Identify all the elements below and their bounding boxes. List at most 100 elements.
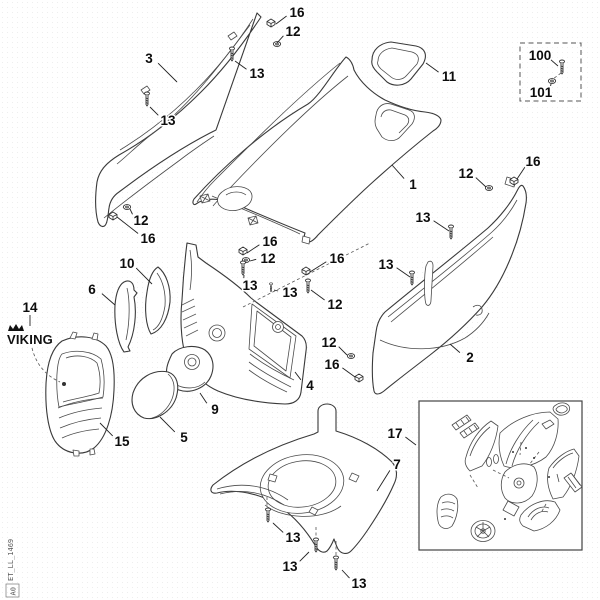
callout-101: 101 bbox=[528, 83, 554, 102]
leader-line bbox=[338, 346, 348, 356]
part-number-label: 16 bbox=[262, 234, 278, 249]
part-number-label: 6 bbox=[88, 282, 96, 297]
leader-line bbox=[135, 267, 153, 285]
callout-17: 17 bbox=[386, 425, 417, 446]
part-15-grille bbox=[45, 331, 115, 457]
callout-12: 12 bbox=[320, 334, 348, 356]
leader-line bbox=[310, 289, 325, 301]
fastener-clip-icon bbox=[509, 176, 519, 186]
callout-13: 13 bbox=[281, 551, 310, 576]
part-number-label: 101 bbox=[530, 85, 553, 100]
part-number-label: 13 bbox=[249, 66, 265, 81]
callout-6: 6 bbox=[87, 281, 116, 306]
leader-line bbox=[405, 436, 417, 446]
leader-line bbox=[159, 416, 176, 433]
doc-revision: A0 bbox=[10, 587, 18, 595]
part-number-label: 16 bbox=[324, 357, 340, 372]
part-2-side-panel-right bbox=[371, 176, 527, 395]
leader-line bbox=[157, 62, 178, 83]
fastener-screw-icon bbox=[333, 555, 339, 571]
fastener-screw-icon bbox=[144, 91, 150, 107]
leader-line bbox=[101, 293, 116, 306]
leader-line bbox=[273, 289, 279, 292]
fastener-screw-icon bbox=[265, 507, 271, 523]
part-number-label: 13 bbox=[351, 576, 367, 591]
part-number-label: 9 bbox=[211, 402, 219, 417]
part-number-label: 12 bbox=[260, 251, 275, 266]
leader-line bbox=[433, 220, 450, 232]
leader-line bbox=[342, 367, 356, 378]
leader-line bbox=[199, 392, 208, 404]
leader-line bbox=[149, 106, 159, 116]
part-number-label: 13 bbox=[378, 257, 394, 272]
callout-16: 16 bbox=[516, 153, 542, 180]
callout-16: 16 bbox=[309, 250, 346, 273]
part-6-bracket bbox=[114, 280, 138, 353]
leader-line bbox=[99, 422, 114, 437]
fastener-screw-icon bbox=[313, 537, 319, 553]
callout-15: 15 bbox=[99, 422, 131, 451]
viking-logo-text: VIKING bbox=[7, 332, 53, 347]
callout-7: 7 bbox=[376, 456, 402, 492]
callout-12: 12 bbox=[276, 23, 302, 44]
part-number-label: 100 bbox=[529, 48, 552, 63]
leader-line bbox=[309, 261, 327, 273]
part-11-trim-ring bbox=[371, 41, 426, 86]
callout-13: 13 bbox=[377, 256, 411, 278]
part-number-label: 12 bbox=[133, 213, 148, 228]
leader-line bbox=[275, 15, 287, 25]
fastener-washer-icon bbox=[346, 353, 356, 359]
part-number-label: 12 bbox=[285, 24, 300, 39]
document-id: ET_LL_1469 A0 bbox=[5, 539, 20, 598]
leader-line bbox=[425, 62, 439, 73]
leader-line bbox=[246, 244, 260, 254]
callout-13: 13 bbox=[414, 209, 450, 232]
leader-line bbox=[294, 371, 302, 381]
leader-line bbox=[249, 258, 257, 262]
leader-line bbox=[376, 470, 391, 492]
leader-line bbox=[299, 551, 310, 562]
part-9-lamp-housing bbox=[165, 345, 214, 392]
part-1-hood bbox=[192, 56, 442, 245]
callout-12: 12 bbox=[310, 289, 344, 314]
part-number-label: 13 bbox=[160, 113, 176, 128]
callout-5: 5 bbox=[159, 416, 190, 447]
callout-12: 12 bbox=[249, 250, 277, 268]
leader-line bbox=[391, 164, 405, 179]
leader-line bbox=[341, 569, 350, 579]
fastener-washer-icon bbox=[122, 204, 132, 210]
leader-line bbox=[129, 208, 133, 215]
part-5-cover bbox=[131, 370, 179, 420]
part-14-viking-logo: VIKING bbox=[7, 324, 53, 347]
part-number-label: 3 bbox=[145, 51, 153, 66]
decal-position-dot bbox=[62, 382, 66, 386]
callout-13: 13 bbox=[273, 284, 299, 302]
part-number-label: 7 bbox=[393, 457, 401, 472]
part-number-label: 16 bbox=[140, 231, 156, 246]
fastener-screw-icon bbox=[305, 278, 311, 294]
fastener-clip-icon bbox=[238, 246, 248, 256]
leader-line bbox=[516, 166, 526, 180]
callout-3: 3 bbox=[144, 50, 178, 83]
part-number-label: 14 bbox=[22, 300, 38, 315]
leader-line bbox=[549, 83, 552, 88]
leader-line bbox=[475, 177, 487, 188]
callout-13: 13 bbox=[234, 60, 266, 83]
fastener-washer-icon bbox=[547, 78, 557, 84]
callout-16: 16 bbox=[323, 356, 356, 378]
part-number-label: 4 bbox=[306, 378, 314, 393]
leader-line bbox=[549, 58, 559, 67]
callout-11: 11 bbox=[425, 62, 458, 86]
leader-line bbox=[272, 522, 284, 533]
callout-2: 2 bbox=[449, 343, 475, 367]
callout-13: 13 bbox=[272, 522, 302, 547]
leader-line bbox=[116, 216, 139, 234]
part-number-label: 17 bbox=[387, 426, 402, 441]
part-number-label: 16 bbox=[329, 251, 345, 266]
fastener-screw-icon bbox=[229, 46, 235, 62]
part-number-label: 12 bbox=[458, 166, 473, 181]
leader-line bbox=[396, 267, 411, 278]
doc-revision-box bbox=[5, 583, 20, 598]
part-number-label: 11 bbox=[442, 69, 457, 84]
